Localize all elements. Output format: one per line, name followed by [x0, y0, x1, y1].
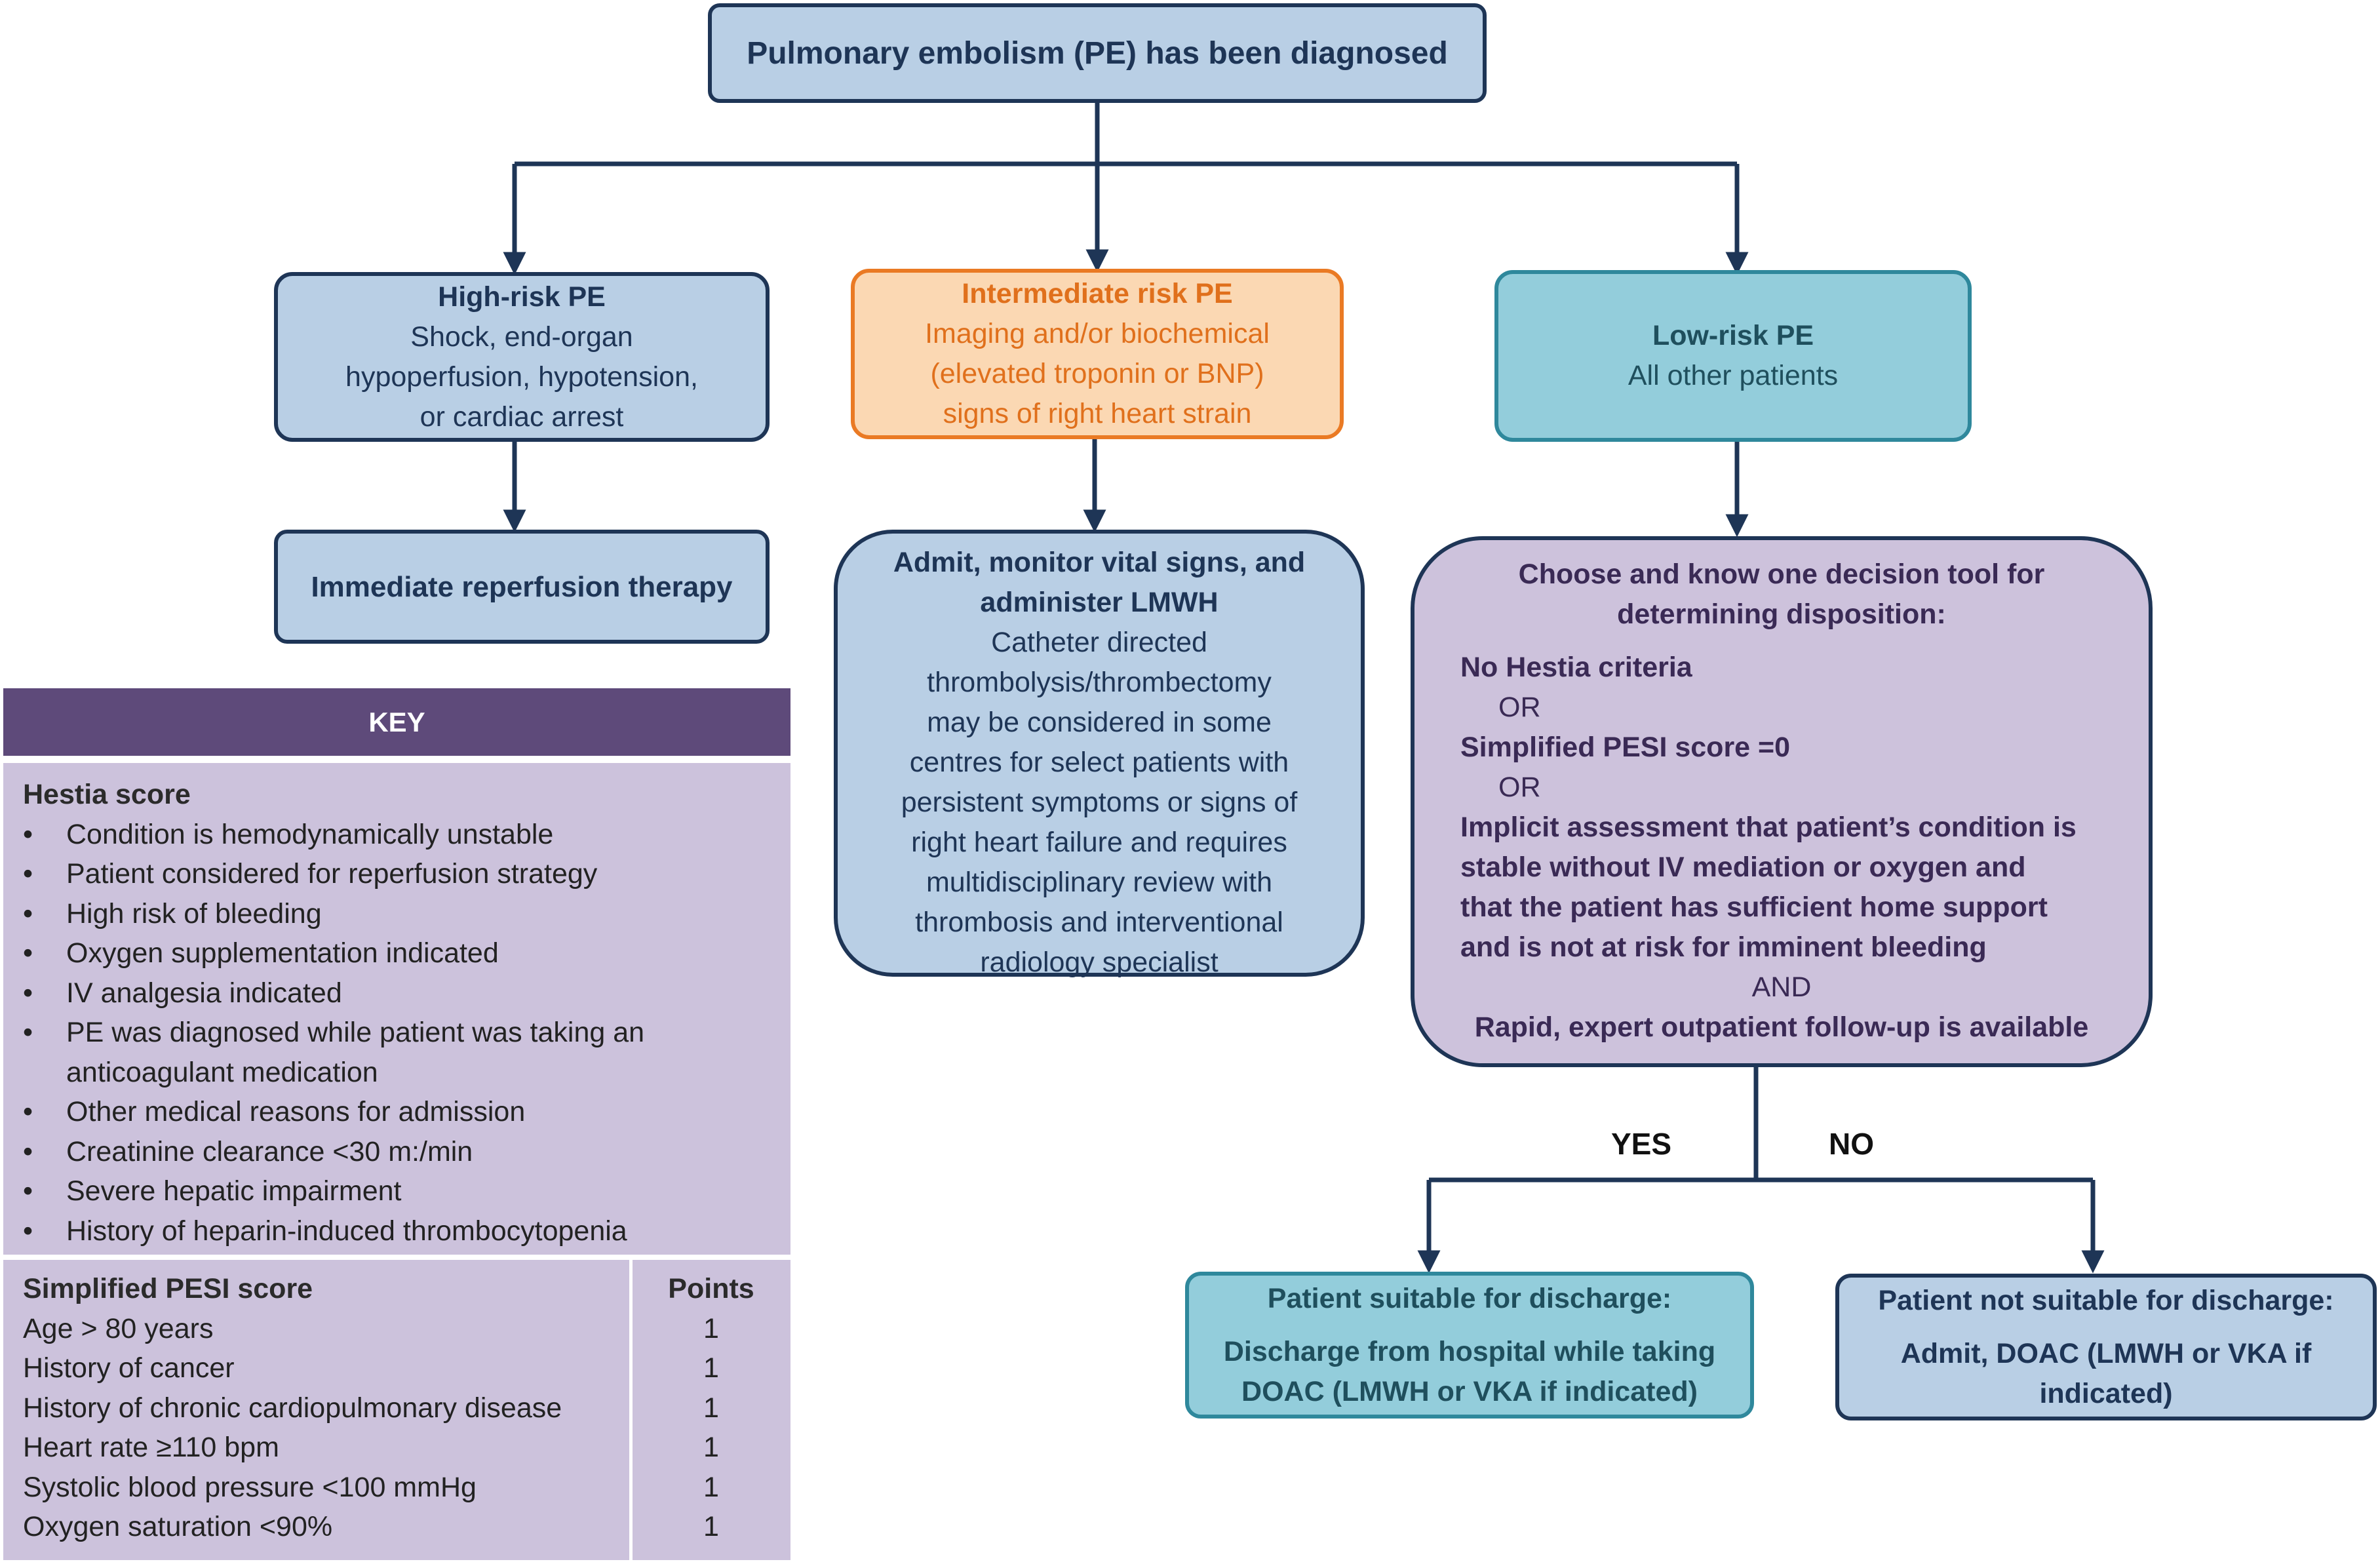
option-implicit-line: that the patient has sufficient home sup…	[1460, 891, 2048, 923]
key-header: KEY	[3, 688, 790, 756]
option-implicit-line: and is not at risk for imminent bleeding	[1460, 931, 1987, 963]
discharge-line: Discharge from hospital while taking	[1223, 1335, 1716, 1367]
pesi-row-label: Systolic blood pressure <100 mmHg	[23, 1472, 477, 1503]
pesi-row-points: 1	[703, 1392, 719, 1424]
admit-line: thrombolysis/thrombectomy	[927, 667, 1272, 698]
option-implicit-line: Implicit assessment that patient’s condi…	[1460, 812, 2077, 843]
admit-line: centres for select patients with	[909, 747, 1289, 778]
pesi-row-label: History of cancer	[23, 1352, 235, 1384]
high-risk-box: High-risk PE Shock, end-organ hypoperfus…	[274, 272, 770, 442]
hestia-item: Oxygen supplementation indicated	[23, 933, 698, 973]
no-discharge-box: Patient not suitable for discharge: Admi…	[1835, 1274, 2377, 1420]
high-risk-line: hypoperfusion, hypotension,	[345, 361, 698, 393]
pesi-row-points: 1	[703, 1313, 719, 1344]
hestia-item: Creatinine clearance <30 m:/min	[23, 1132, 698, 1172]
discharge-line: DOAC (LMWH or VKA if indicated)	[1241, 1375, 1698, 1407]
and-label: AND	[1751, 971, 1812, 1003]
intermediate-line: Imaging and/or biochemical	[925, 318, 1270, 349]
pesi-row: History of cancer 1	[23, 1348, 790, 1388]
hestia-title: Hestia score	[23, 779, 191, 810]
or-label: OR	[1498, 772, 1541, 803]
admit-monitor-box: Admit, monitor vital signs, and administ…	[834, 530, 1365, 978]
decision-title-line: Choose and know one decision tool for	[1518, 558, 2045, 590]
pesi-row-points: 1	[703, 1511, 719, 1542]
pesi-row-points: 1	[703, 1432, 719, 1463]
admit-title-line: Admit, monitor vital signs, and	[893, 547, 1306, 578]
pesi-row: Oxygen saturation <90% 1	[23, 1507, 790, 1546]
admit-line: thrombosis and interventional	[915, 907, 1283, 938]
admit-title-line: administer LMWH	[980, 587, 1219, 618]
pesi-title: Simplified PESI score	[23, 1273, 313, 1304]
intermediate-line: (elevated troponin or BNP)	[930, 358, 1264, 389]
pesi-table: Simplified PESI score Points Age > 80 ye…	[3, 1260, 790, 1560]
or-label: OR	[1498, 692, 1541, 723]
admit-line: Catheter directed	[991, 627, 1207, 658]
pesi-header-row: Simplified PESI score Points	[23, 1269, 790, 1308]
hestia-item: High risk of bleeding	[23, 894, 698, 934]
pesi-row: Age > 80 years 1	[23, 1309, 790, 1348]
admit-line: multidisciplinary review with	[926, 867, 1273, 898]
no-discharge-line: Admit, DOAC (LMWH or VKA if	[1900, 1337, 2312, 1369]
pesi-row: History of chronic cardiopulmonary disea…	[23, 1388, 790, 1428]
intermediate-line: signs of right heart strain	[943, 398, 1252, 429]
points-title: Points	[668, 1273, 754, 1304]
pesi-row-label: Age > 80 years	[23, 1313, 214, 1344]
option-simplified-pesi: Simplified PESI score =0	[1460, 732, 1791, 763]
pesi-row-label: History of chronic cardiopulmonary disea…	[23, 1392, 562, 1424]
hestia-panel: Hestia score Condition is hemodynamicall…	[3, 763, 790, 1255]
pesi-row: Heart rate ≥110 bpm 1	[23, 1428, 790, 1467]
no-discharge-title: Patient not suitable for discharge:	[1878, 1284, 2334, 1316]
low-risk-line: All other patients	[1628, 360, 1839, 391]
admit-line: right heart failure and requires	[911, 827, 1287, 858]
decision-title-line: determining disposition:	[1617, 598, 1946, 630]
admit-line: may be considered in some	[927, 707, 1272, 738]
hestia-item: PE was diagnosed while patient was takin…	[23, 1013, 698, 1092]
discharge-box: Patient suitable for discharge: Discharg…	[1185, 1272, 1754, 1419]
admit-line: radiology specialist	[980, 947, 1219, 978]
no-discharge-line: indicated)	[2039, 1377, 2173, 1409]
pesi-row-points: 1	[703, 1352, 719, 1384]
option-followup: Rapid, expert outpatient follow-up is av…	[1474, 1011, 2089, 1043]
discharge-title: Patient suitable for discharge:	[1267, 1282, 1672, 1314]
reperfusion-box: Immediate reperfusion therapy	[274, 530, 770, 644]
pesi-row: Systolic blood pressure <100 mmHg 1	[23, 1468, 790, 1507]
decision-tool-box: Choose and know one decision tool for de…	[1411, 536, 2153, 1067]
intermediate-title: Intermediate risk PE	[962, 278, 1233, 309]
no-label: NO	[1829, 1127, 1874, 1161]
pesi-row-label: Heart rate ≥110 bpm	[23, 1432, 279, 1463]
pesi-row-points: 1	[703, 1472, 719, 1503]
hestia-item: Other medical reasons for admission	[23, 1092, 698, 1132]
pesi-column-divider	[629, 1260, 633, 1560]
hestia-item: Severe hepatic impairment	[23, 1171, 698, 1211]
intermediate-risk-box: Intermediate risk PE Imaging and/or bioc…	[851, 269, 1344, 439]
high-risk-line: or cardiac arrest	[419, 401, 624, 433]
low-risk-title: Low-risk PE	[1652, 320, 1814, 351]
pesi-row-label: Oxygen saturation <90%	[23, 1511, 333, 1542]
hestia-item: History of heparin-induced thrombocytope…	[23, 1211, 698, 1251]
admit-line: persistent symptoms or signs of	[901, 787, 1298, 818]
low-risk-box: Low-risk PE All other patients	[1494, 270, 1972, 442]
high-risk-title: High-risk PE	[438, 281, 606, 313]
hestia-item: IV analgesia indicated	[23, 973, 698, 1013]
hestia-item: Condition is hemodynamically unstable	[23, 815, 698, 855]
diagnosis-box: Pulmonary embolism (PE) has been diagnos…	[708, 3, 1487, 103]
key-header-label: KEY	[368, 706, 425, 737]
option-implicit-line: stable without IV mediation or oxygen an…	[1460, 852, 2026, 883]
high-risk-line: Shock, end-organ	[410, 321, 633, 353]
diagnosis-title: Pulmonary embolism (PE) has been diagnos…	[747, 35, 1448, 71]
hestia-item: Patient considered for reperfusion strat…	[23, 854, 698, 894]
reperfusion-label: Immediate reperfusion therapy	[311, 570, 733, 603]
yes-label: YES	[1611, 1127, 1672, 1161]
option-no-hestia: No Hestia criteria	[1460, 652, 1692, 683]
